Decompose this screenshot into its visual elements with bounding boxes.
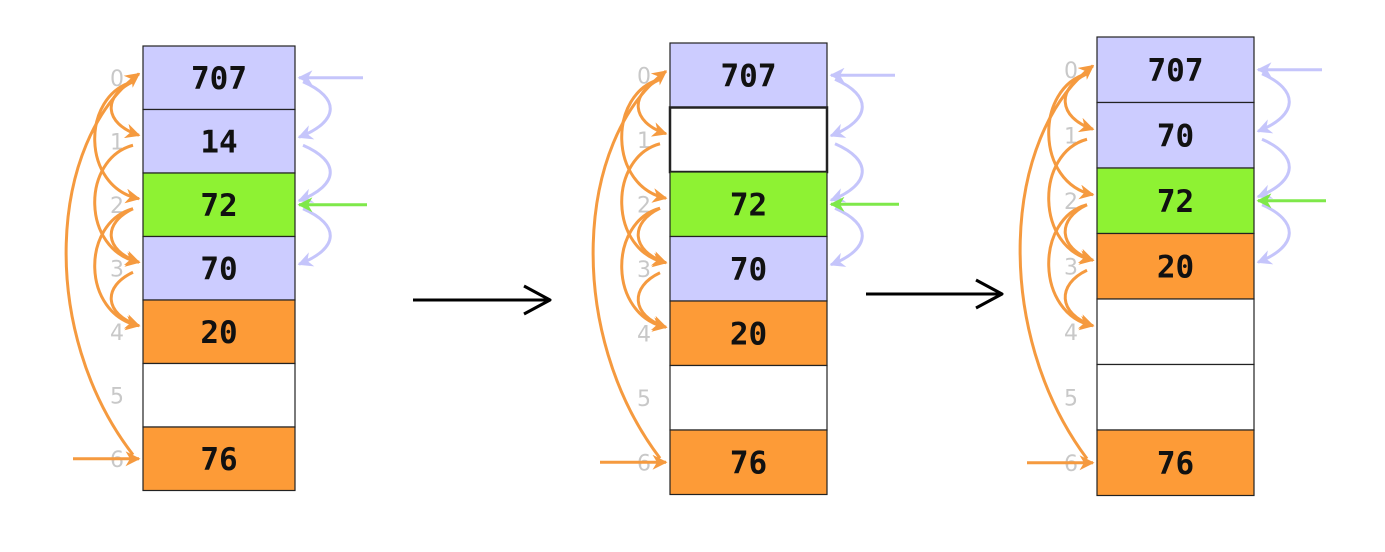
lavender-probe-arrows	[1256, 62, 1322, 265]
lavender-probe-arrows	[829, 67, 895, 267]
orange-probe-arrow	[93, 80, 141, 204]
cell-value: 20	[730, 316, 767, 352]
table-cell	[142, 235, 296, 301]
table-cell	[1096, 36, 1255, 104]
orange-probe-arrows	[1018, 64, 1095, 471]
cell-value: 20	[1157, 249, 1194, 285]
orange-probe-arrow	[109, 270, 141, 329]
table-cell	[1096, 363, 1255, 431]
orange-probe-arrows	[591, 70, 668, 470]
orange-probe-arrow	[636, 271, 668, 331]
transition-arrow-head	[975, 278, 1004, 310]
cell-value: 707	[721, 58, 777, 94]
index-label: 4	[637, 322, 651, 347]
orange-probe-arrow	[1063, 203, 1095, 264]
cell-value: 76	[200, 442, 237, 478]
orange-probe-arrow	[93, 207, 141, 331]
table-cell	[669, 364, 828, 431]
lavender-probe-arrow	[297, 207, 332, 267]
orange-probe-arrow	[93, 143, 141, 267]
cell-value: 70	[730, 252, 767, 288]
cell-value: 707	[191, 61, 247, 97]
orange-probe-arrow	[1018, 64, 1095, 460]
index-label: 4	[110, 321, 124, 346]
transition-arrows-layer	[413, 278, 1004, 316]
table-cell	[142, 426, 296, 492]
lavender-probe-arrow	[297, 143, 332, 203]
table-cell	[669, 235, 828, 302]
table-after: 707 70 72 20 76	[1096, 36, 1255, 497]
cell-value: 72	[200, 188, 237, 224]
orange-probe-arrow	[1063, 72, 1095, 133]
transition-arrow	[413, 284, 552, 316]
index-label: 3	[110, 257, 124, 282]
orange-probe-arrow	[64, 72, 141, 456]
table-cell	[669, 429, 828, 496]
cell-value: 70	[200, 251, 237, 287]
index-label: 5	[637, 387, 651, 412]
cell-value: 707	[1148, 53, 1204, 89]
index-label: 4	[1064, 321, 1078, 346]
lavender-probe-arrows	[297, 70, 363, 267]
orange-probe-arrow	[636, 77, 668, 137]
table-cell	[1096, 232, 1255, 300]
orange-probe-arrow	[109, 80, 141, 139]
cell-value: 72	[1157, 184, 1194, 220]
orange-probe-arrow	[620, 206, 668, 332]
index-label: 3	[1064, 255, 1078, 280]
lavender-probe-arrow	[1256, 203, 1291, 265]
table-cell	[1096, 298, 1255, 366]
table-cell	[142, 108, 296, 174]
transition-arrow-head	[523, 284, 552, 316]
transition-arrow	[866, 278, 1004, 310]
table-cell	[669, 171, 828, 238]
orange-probe-arrow	[591, 70, 668, 460]
table-cell	[1096, 429, 1255, 497]
cell-value: 72	[730, 187, 767, 223]
lavender-probe-arrow	[829, 142, 864, 203]
orange-probe-arrow	[1047, 203, 1095, 331]
table-deleted: 707 72 70 20 76	[668, 42, 829, 496]
table-cell	[142, 299, 296, 365]
table-cell	[142, 362, 296, 428]
lavender-probe-arrow	[1256, 137, 1291, 199]
probe-arrows-layer	[64, 62, 1326, 471]
orange-probe-arrow	[109, 207, 141, 266]
index-label: 3	[637, 258, 651, 283]
lavender-probe-arrow	[297, 80, 332, 140]
table-cell	[668, 106, 829, 174]
cell-value: 76	[1157, 446, 1194, 482]
lavender-probe-arrow	[829, 206, 864, 267]
orange-probe-arrow	[636, 206, 668, 266]
table-cell	[1096, 101, 1255, 169]
orange-probe-arrow	[1047, 72, 1095, 200]
orange-probe-arrow	[620, 77, 668, 203]
lavender-probe-arrow	[829, 77, 864, 138]
cells-layer: 707 14 72 70 20 76 707 72 70 20 76 707 70 72 20 76	[142, 36, 1255, 497]
table-cell	[142, 45, 296, 111]
table-cell	[669, 42, 828, 109]
index-label: 5	[1064, 386, 1078, 411]
cell-value: 20	[200, 315, 237, 351]
orange-probe-arrows	[64, 72, 141, 467]
index-label: 5	[110, 384, 124, 409]
orange-probe-arrow	[620, 142, 668, 268]
lavender-probe-arrow	[1256, 72, 1291, 134]
orange-probe-arrow	[1063, 268, 1095, 329]
table-before: 707 14 72 70 20 76	[142, 45, 296, 492]
table-cell	[669, 300, 828, 367]
cell-value: 14	[200, 124, 237, 160]
orange-probe-arrow	[1047, 137, 1095, 265]
cell-value: 76	[730, 445, 767, 481]
cell-value: 70	[1157, 118, 1194, 154]
table-cell	[142, 172, 296, 238]
table-cell	[1096, 167, 1255, 235]
